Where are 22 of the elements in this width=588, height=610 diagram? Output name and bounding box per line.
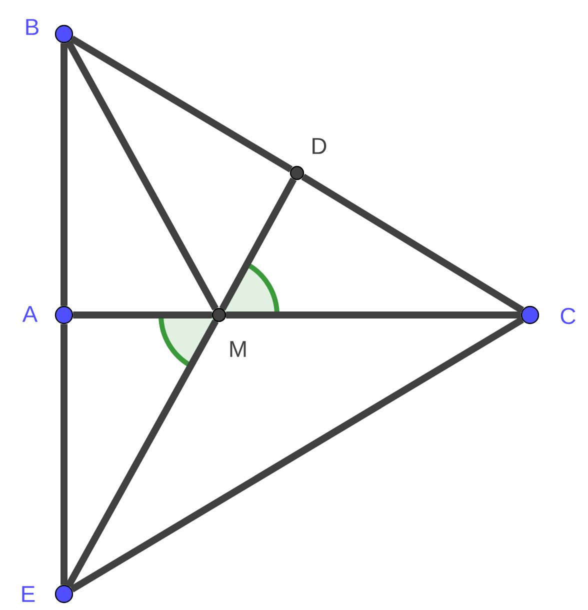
point: E xyxy=(22,584,74,604)
node-label: M xyxy=(230,341,246,357)
node-label: D xyxy=(312,138,326,154)
line-segment xyxy=(226,312,521,318)
point: C xyxy=(520,306,576,324)
line-segment xyxy=(65,40,219,310)
node-label: E xyxy=(22,586,35,602)
line-segment xyxy=(60,43,68,306)
point: D xyxy=(290,138,326,180)
point: M xyxy=(212,308,246,357)
point: A xyxy=(22,306,74,324)
node-label: B xyxy=(26,19,38,35)
line-segment xyxy=(219,178,297,310)
line-segment xyxy=(70,36,293,172)
node-label: C xyxy=(560,308,576,324)
point: B xyxy=(26,19,74,44)
node-label: A xyxy=(22,306,38,322)
line-segment xyxy=(73,312,212,318)
line-segment xyxy=(60,324,68,585)
line-segment xyxy=(65,320,219,588)
line-segment xyxy=(301,174,524,314)
line-segment xyxy=(70,316,524,592)
